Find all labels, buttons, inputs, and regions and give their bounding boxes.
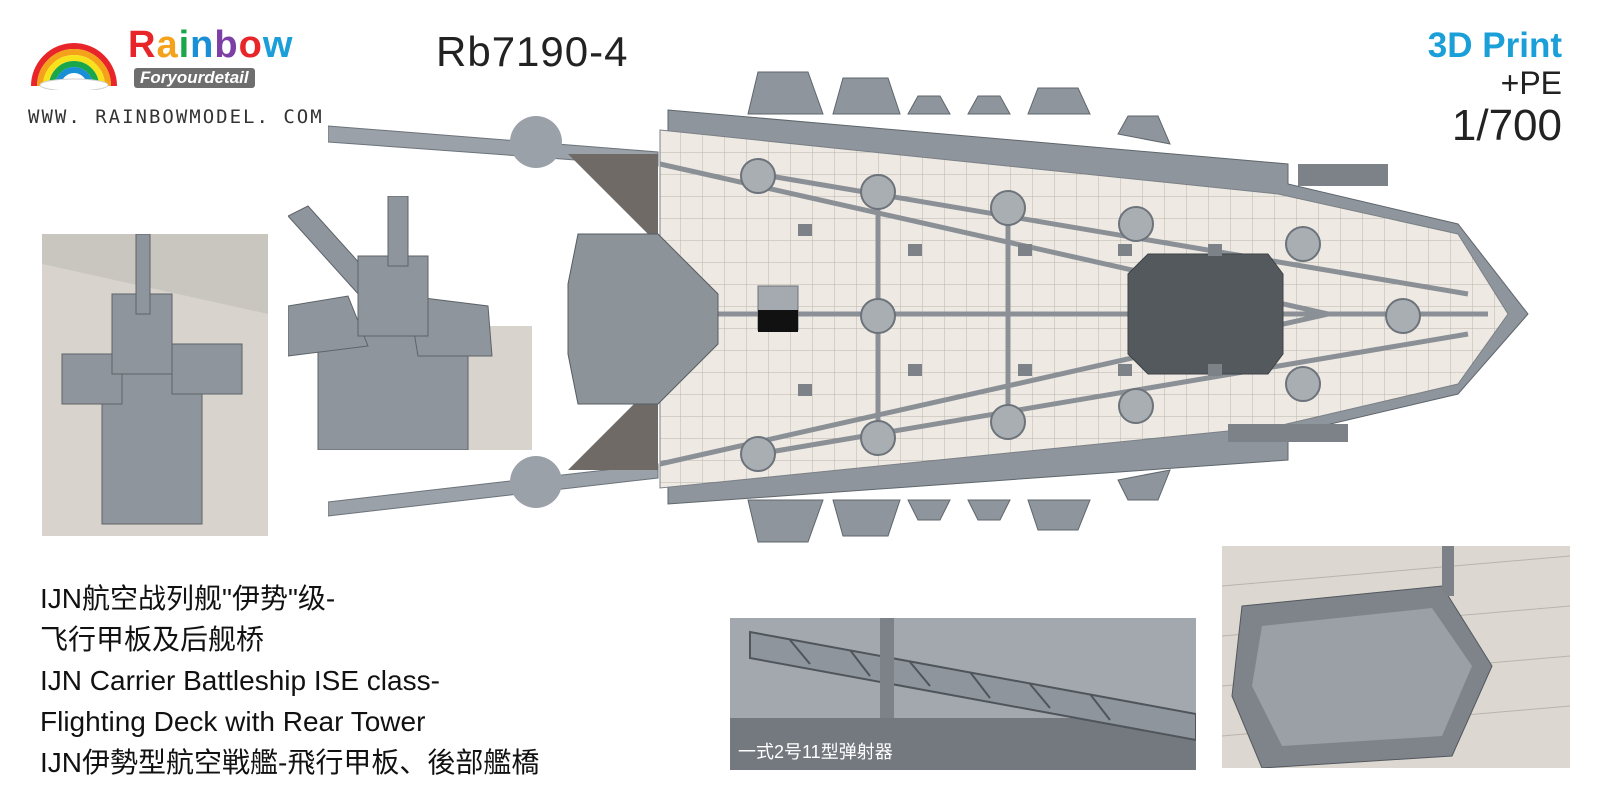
rear-tower-closeup-right bbox=[288, 196, 532, 450]
description-line-cn: IJN航空战列舰"伊势"级- bbox=[40, 583, 336, 614]
brand-letter: w bbox=[262, 24, 294, 66]
brand-tagline: Foryourdetail bbox=[134, 68, 255, 88]
product-code: Rb7190-4 bbox=[436, 28, 629, 75]
description-line-en: IJN Carrier Battleship ISE class- bbox=[40, 665, 440, 696]
product-description: IJN航空战列舰"伊势"级- 飞行甲板及后舰桥 IJN Carrier Batt… bbox=[40, 578, 680, 783]
brand-url[interactable]: WWW. RAINBOWMODEL. COM bbox=[28, 106, 324, 128]
brand-letter: n bbox=[190, 24, 215, 66]
rear-tower-closeup-left bbox=[42, 234, 268, 536]
brand-letter: b bbox=[214, 24, 239, 66]
description-line-jp: IJN伊勢型航空戦艦-飛行甲板、後部艦橋 bbox=[40, 747, 540, 778]
brand-letter: i bbox=[178, 24, 191, 66]
flight-deck-top-view bbox=[328, 64, 1568, 550]
brand-block: Rainbow Foryourdetail WWW. RAINBOWMODEL.… bbox=[28, 22, 328, 132]
description-line-cn: 飞行甲板及后舰桥 bbox=[40, 624, 265, 655]
spec-scale: 1/700 bbox=[1451, 101, 1562, 150]
catapult-caption: 一式2号11型弹射器 bbox=[738, 742, 893, 762]
spec-pe: +PE bbox=[1500, 65, 1562, 101]
description-line-en: Flighting Deck with Rear Tower bbox=[40, 706, 426, 737]
rainbow-arc-icon bbox=[31, 43, 117, 90]
brand-name: Rainbow bbox=[128, 22, 293, 68]
elevator-well-closeup bbox=[1222, 546, 1570, 768]
product-spec: 3D Print +PE 1/700 bbox=[1342, 26, 1562, 152]
catapult-closeup: 一式2号11型弹射器 bbox=[730, 618, 1196, 770]
brand-letter: a bbox=[156, 24, 179, 66]
brand-letter: o bbox=[238, 24, 263, 66]
brand-letter: R bbox=[128, 24, 157, 66]
spec-3d-print: 3D Print bbox=[1427, 26, 1562, 65]
